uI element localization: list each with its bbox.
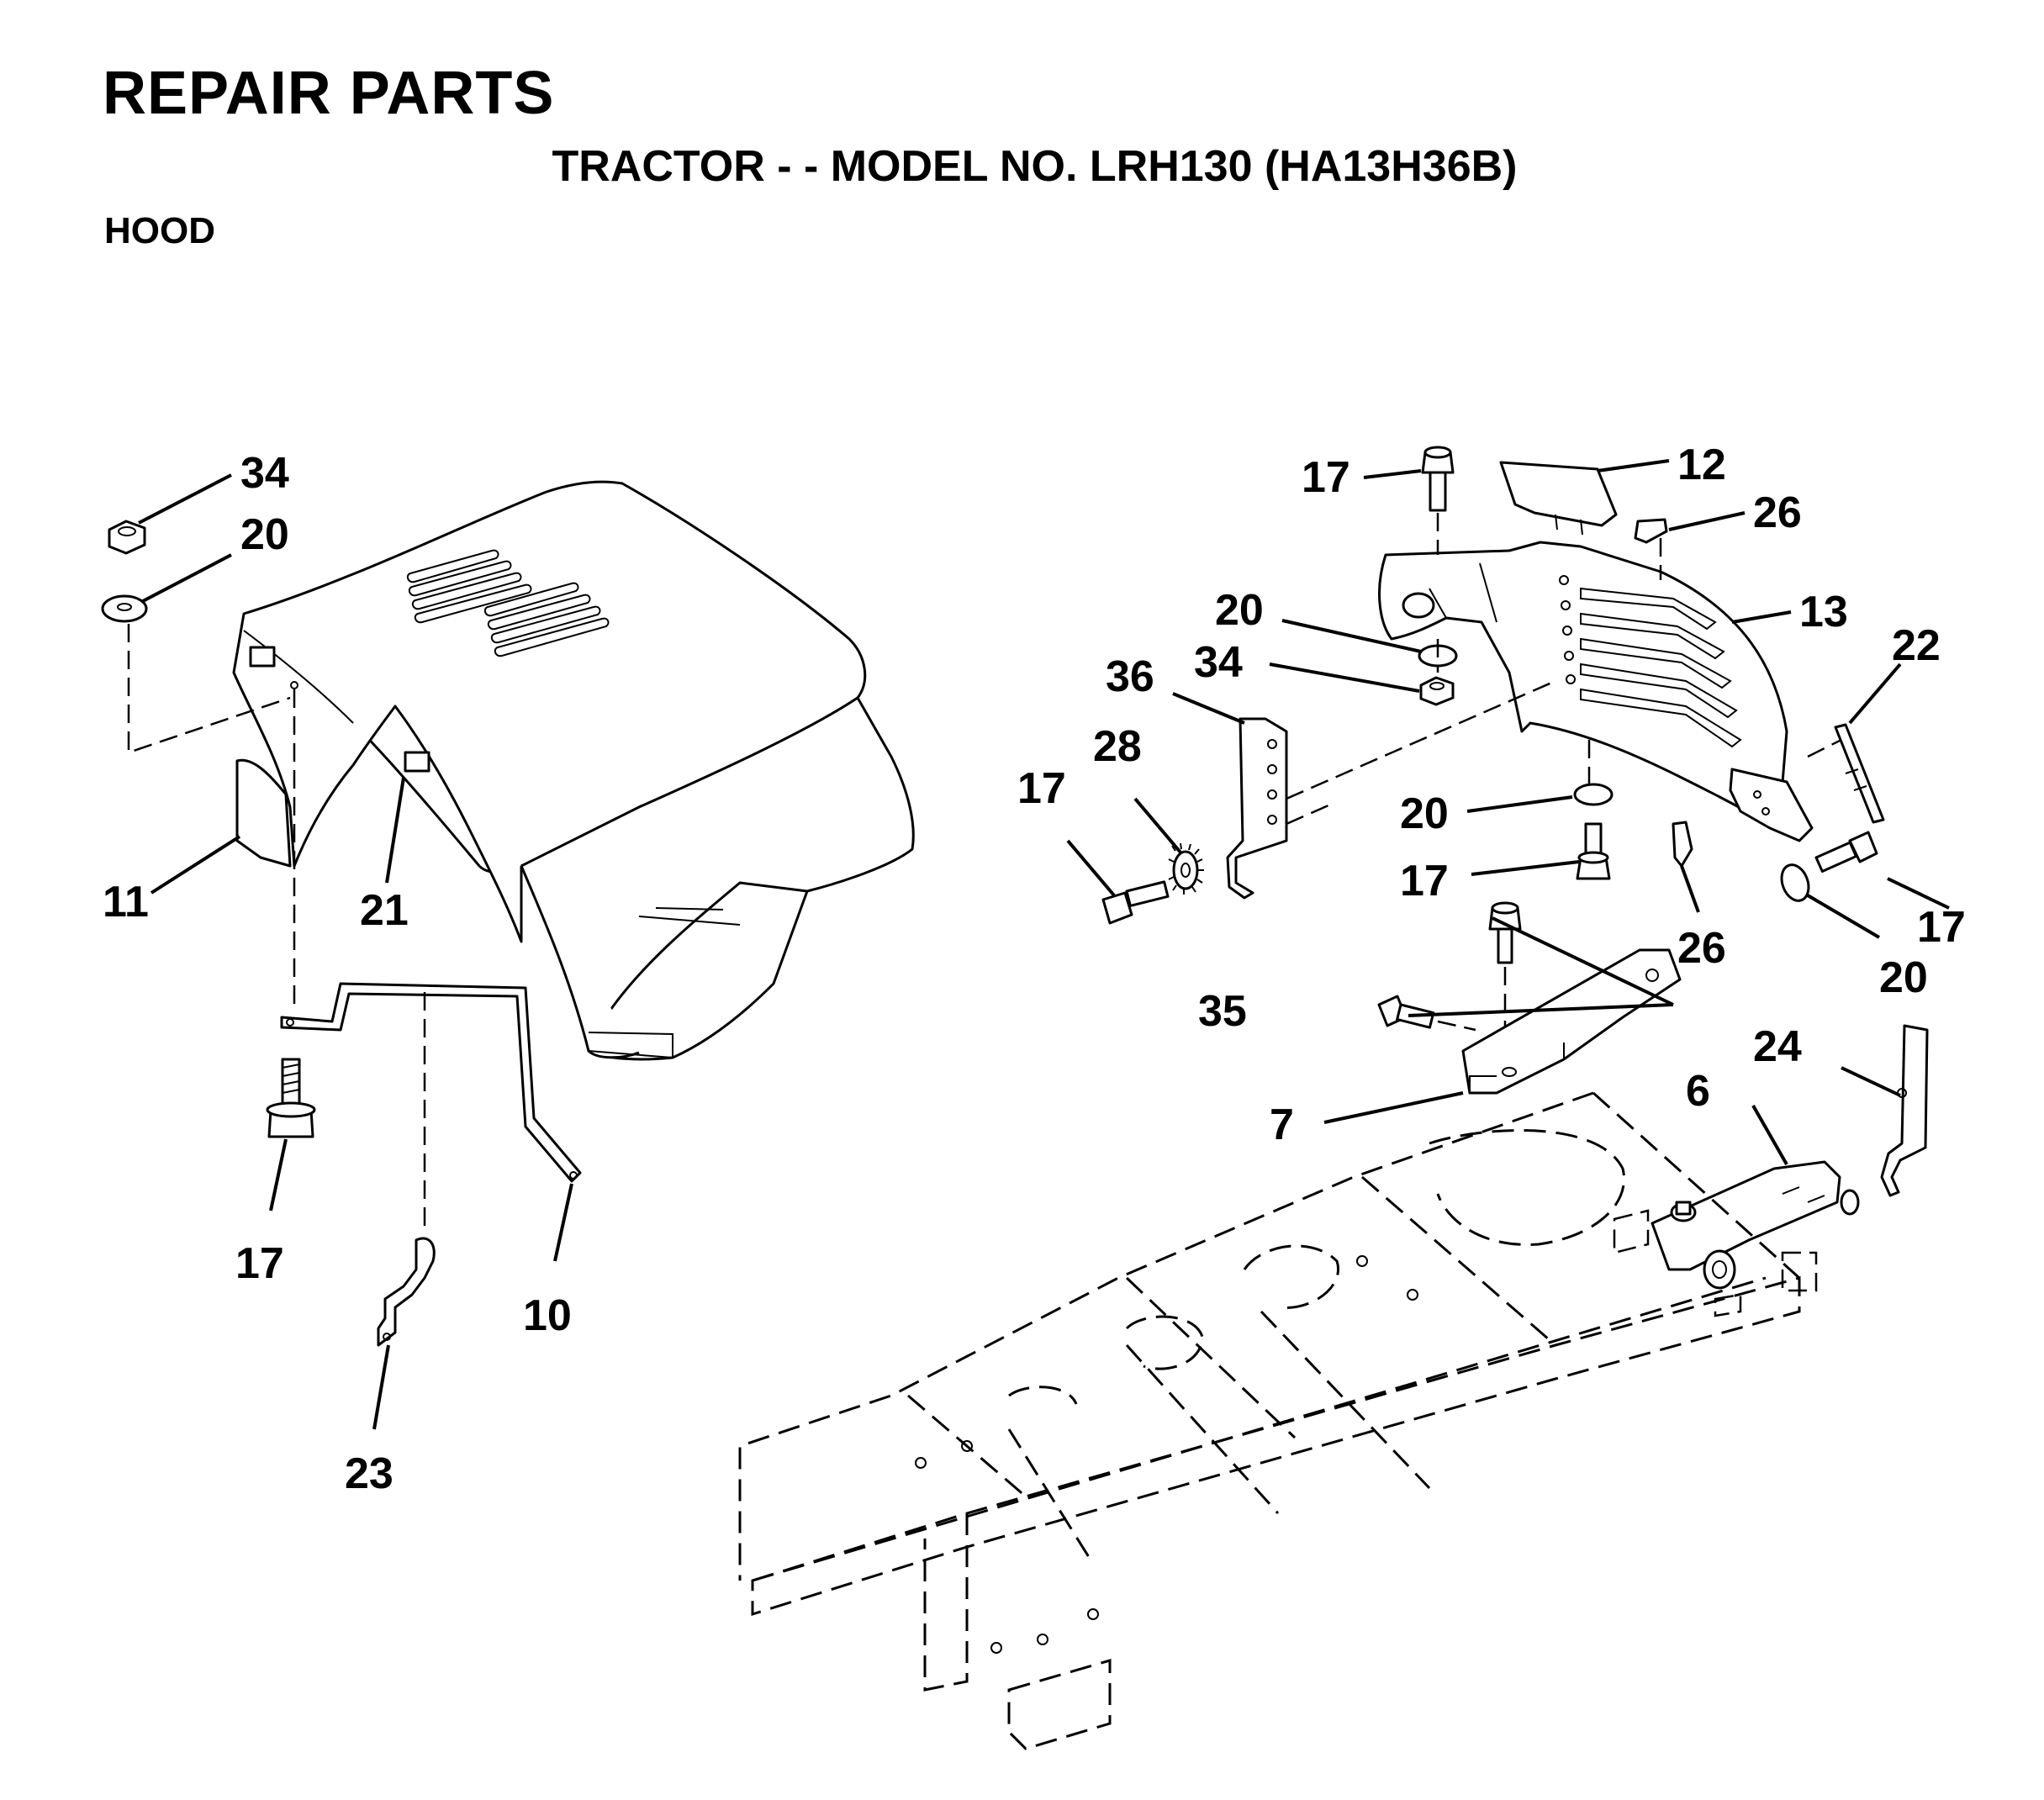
bolt-17-top — [1421, 446, 1455, 512]
part-10-rod — [280, 982, 582, 1183]
hood-vents — [406, 549, 610, 657]
callout-12: 12 — [1677, 441, 1726, 489]
callout-35: 35 — [1198, 987, 1247, 1036]
callout-24: 24 — [1753, 1022, 1802, 1071]
callout-11: 11 — [103, 878, 149, 926]
page-title: REPAIR PARTS — [103, 60, 555, 127]
callout-17-top: 17 — [1302, 453, 1350, 502]
callout-22: 22 — [1892, 621, 1941, 670]
clip-26-top — [1634, 518, 1668, 544]
callout-23: 23 — [345, 1449, 393, 1498]
nut-34-mid — [1419, 676, 1455, 706]
tractor-frame-phantom — [738, 1091, 1801, 1750]
part-11-shape — [235, 758, 292, 868]
callout-17-right: 17 — [1917, 903, 1966, 952]
washer-20-low — [1573, 783, 1614, 806]
callout-7: 7 — [1270, 1101, 1294, 1149]
callout-17-left: 17 — [235, 1239, 284, 1288]
callout-20-left: 20 — [240, 510, 289, 559]
lockwasher-28 — [1168, 842, 1204, 895]
axle-support-6 — [1651, 1160, 1860, 1317]
bolt-35-side — [1377, 995, 1435, 1029]
callout-26-top: 26 — [1753, 488, 1802, 537]
clip-26-low — [1672, 821, 1693, 868]
bolt-35-top — [1488, 901, 1522, 964]
model-subtitle: TRACTOR - - MODEL NO. LRH130 (HA13H36B) — [552, 142, 1518, 191]
callout-26-low: 26 — [1677, 924, 1726, 973]
bracket-36 — [1226, 717, 1288, 900]
callout-20-right: 20 — [1879, 953, 1928, 1002]
callout-10: 10 — [523, 1291, 572, 1340]
washer-20-left — [101, 594, 148, 623]
part-13-grille — [1378, 541, 1814, 842]
strip-22 — [1834, 723, 1885, 824]
bolt-17-right — [1814, 831, 1878, 873]
callout-21: 21 — [360, 886, 409, 935]
callout-28: 28 — [1093, 722, 1142, 771]
callout-34-left: 34 — [240, 449, 289, 498]
part-23-clip — [377, 1237, 436, 1347]
callout-6: 6 — [1686, 1067, 1710, 1116]
washer-20-right — [1780, 863, 1810, 902]
hood — [232, 480, 915, 1061]
leader-lines — [138, 459, 1950, 1430]
bolt-17-left — [266, 1058, 316, 1138]
section-label: HOOD — [104, 210, 215, 251]
bracket-24 — [1880, 1024, 1929, 1197]
callout-34-mid: 34 — [1194, 638, 1243, 687]
bolt-17-mid — [1101, 880, 1170, 925]
callout-20-low: 20 — [1400, 789, 1449, 838]
bolt-17-low — [1576, 822, 1611, 880]
callout-20-mid: 20 — [1215, 586, 1264, 635]
callout-13: 13 — [1799, 588, 1848, 636]
callout-36: 36 — [1106, 652, 1154, 701]
bracket-7 — [1461, 948, 1682, 1095]
callout-17-low: 17 — [1400, 857, 1449, 905]
callout-17-mid: 17 — [1017, 764, 1066, 813]
nut-34-left — [108, 520, 146, 555]
